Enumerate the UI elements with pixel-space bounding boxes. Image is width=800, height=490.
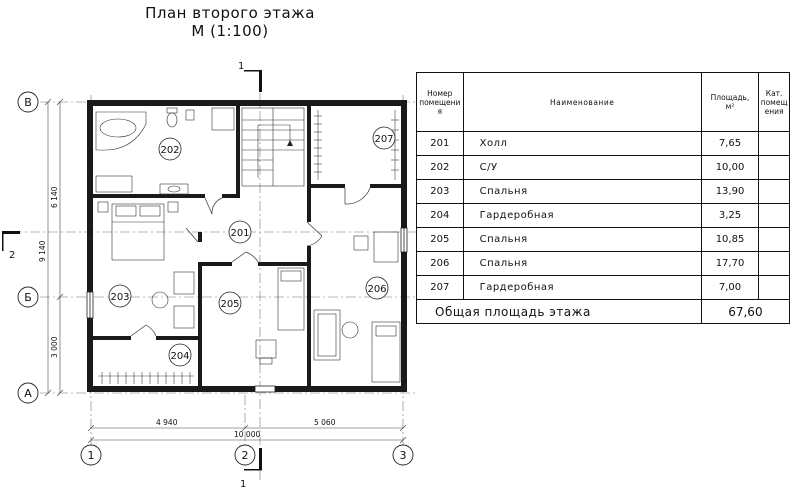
dim-bottom-left: 4 940: [156, 418, 178, 427]
dim-bottom-right: 5 060: [314, 418, 336, 427]
section-label-bottom: 1: [240, 479, 246, 490]
table-row: 202 С/У 10,00: [416, 155, 790, 180]
room-tag-label: 206: [367, 284, 386, 295]
dimension-lines: [44, 98, 407, 444]
section-mark-labels: 1 1 2: [9, 61, 246, 490]
table-row: 205 Спальня 10,85: [416, 227, 790, 252]
axis-label-col: 1: [88, 449, 95, 462]
room-tags: [108, 126, 396, 367]
axis-markers: [17, 91, 414, 466]
room-tag-label: 203: [110, 292, 129, 303]
section-label-left: 2: [9, 250, 15, 261]
total-area-label: Общая площадь этажа: [416, 299, 702, 324]
room-tag-201: [228, 220, 252, 244]
header-room-name: Наименование: [462, 72, 702, 132]
axis-label-col: 2: [242, 449, 249, 462]
dim-left-total: 9 140: [38, 240, 47, 262]
room-tag-207: [372, 126, 396, 150]
dim-bottom-total: 10 000: [234, 430, 260, 439]
section-marks: [2, 70, 262, 471]
axis-label-row: А: [24, 387, 32, 400]
room-tag-label: 205: [220, 299, 239, 310]
table-row: 206 Спальня 17,70: [416, 251, 790, 276]
wardrobe-207: [314, 110, 399, 180]
header-area: Площадь,м²: [700, 72, 760, 132]
axis-marker-col-2: [234, 444, 256, 466]
axis-marker-col-1: [80, 444, 102, 466]
axis-marker-col-3: [392, 444, 414, 466]
doors: [130, 187, 371, 337]
dimension-labels: 9 140 6 140 3 000 4 940 5 060 10 000: [38, 186, 336, 439]
exterior-walls: [87, 100, 407, 392]
table-row: 201 Холл 7,65: [416, 131, 790, 156]
table-total-row: Общая площадь этажа 67,60: [416, 299, 791, 324]
total-area-value: 67,60: [700, 299, 791, 324]
table-row: 207 Гардеробная 7,00: [416, 275, 790, 300]
axis-label-col: 3: [400, 449, 407, 462]
room-tag-labels: 202 207 201 203 205 206 204: [110, 134, 393, 362]
room-tag-202: [158, 137, 182, 161]
bathroom-fixtures: [95, 107, 235, 195]
bedroom-206-furniture: [313, 231, 401, 383]
axis-label-row: В: [24, 96, 32, 109]
room-tag-label: 202: [160, 145, 179, 156]
stair-arrow-icon: [287, 140, 293, 146]
room-tag-label: 201: [230, 228, 249, 239]
table-row: 204 Гардеробная 3,25: [416, 203, 790, 228]
axis-marker-row-a: [17, 382, 39, 404]
room-tag-205: [218, 291, 242, 315]
axis-lines: [12, 75, 418, 480]
bedroom-205-furniture: [255, 267, 305, 365]
staircase: [241, 107, 305, 187]
wardrobe-204: [98, 372, 194, 384]
dim-left-upper: 6 140: [50, 186, 59, 208]
plan-title: План второго этажа: [145, 4, 315, 22]
axis-marker-labels: В Б А 1 2 3: [24, 96, 406, 462]
room-tag-204: [168, 343, 192, 367]
axis-label-row: Б: [24, 291, 32, 304]
room-tag-label: 204: [170, 351, 189, 362]
interior-walls: [93, 106, 401, 386]
room-tag-label: 207: [374, 134, 393, 145]
axis-marker-row-v: [17, 91, 39, 113]
dim-left-lower: 3 000: [50, 336, 59, 358]
windows: [86, 227, 408, 393]
bedroom-203-furniture: [97, 201, 195, 329]
plan-scale: М (1:100): [191, 22, 269, 40]
room-tag-206: [365, 276, 389, 300]
axis-marker-row-b: [17, 286, 39, 308]
table-row: 203 Спальня 13,90: [416, 179, 790, 204]
room-tag-203: [108, 284, 132, 308]
section-label-top: 1: [238, 61, 244, 72]
